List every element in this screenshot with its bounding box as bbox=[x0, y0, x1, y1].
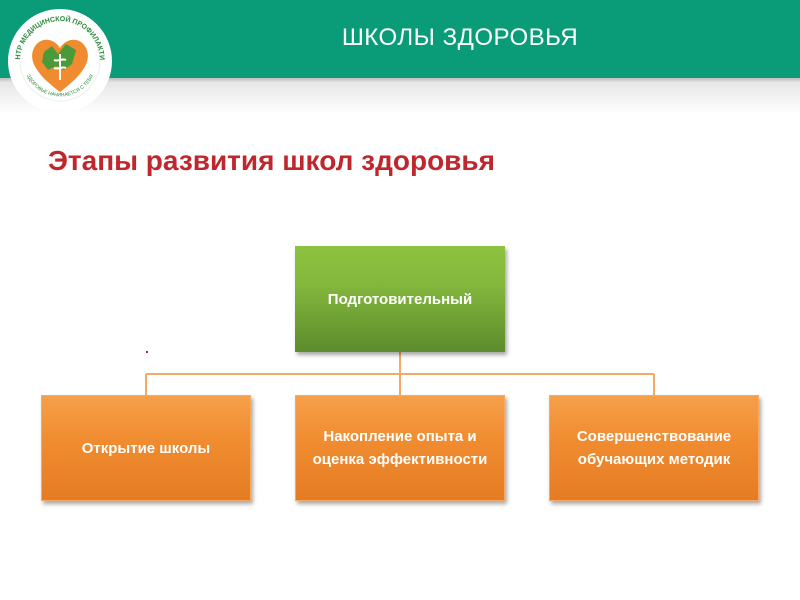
stage-opening-label: Открытие школы bbox=[81, 439, 211, 457]
header-title: ШКОЛЫ ЗДОРОВЬЯ bbox=[341, 24, 579, 51]
stage-preparatory-label: Подготовительный bbox=[327, 290, 473, 308]
caduceus-icon bbox=[53, 54, 67, 80]
header-bar bbox=[0, 0, 800, 78]
stage-experience-label: Накопление опыта и оценка эффективности bbox=[312, 428, 488, 468]
stage-improvement-label: Совершенствование обучающих методик bbox=[576, 428, 732, 468]
stage-improvement-box: Совершенствование обучающих методик bbox=[549, 395, 759, 501]
stage-experience-box: Накопление опыта и оценка эффективности bbox=[295, 395, 505, 501]
stage-opening-box: Открытие школы bbox=[41, 395, 251, 501]
page-title: Этапы развития школ здоровья bbox=[48, 145, 495, 176]
stray-dot bbox=[146, 351, 148, 353]
stage-preparatory-box: Подготовительный bbox=[295, 246, 505, 352]
logo: ЦЕНТР МЕДИЦИНСКОЙ ПРОФИЛАКТИКИ ЗДОРОВЬЕ … bbox=[6, 8, 112, 113]
header-band bbox=[0, 78, 800, 114]
